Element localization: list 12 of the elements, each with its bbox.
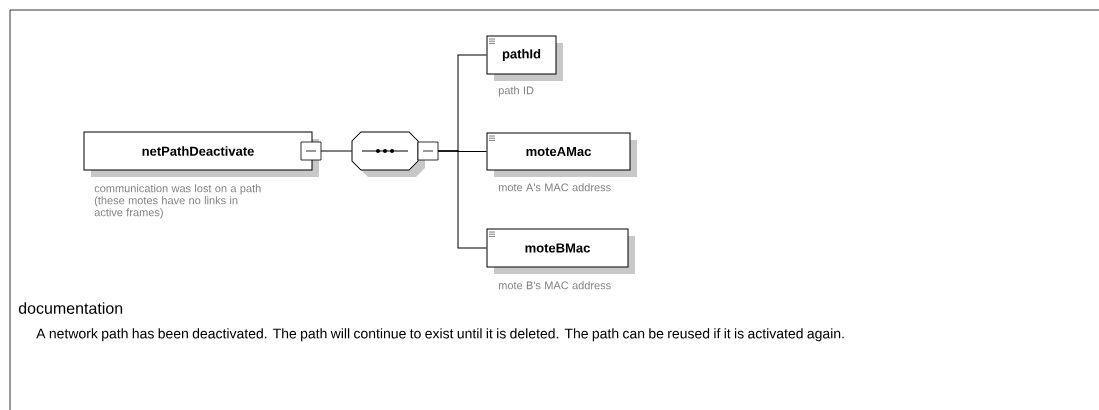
section-heading: documentation (18, 302, 123, 314)
description-text: communication was lost on a path (these motes have no links in active frames) (94, 184, 261, 219)
element-box: pathId (486, 35, 563, 81)
element-box: moteBMac (486, 228, 635, 274)
element-box: netPathDeactivate (83, 131, 319, 177)
documentation-text: A network path has been deactivated. The path will continue to exist until it is deleted. The path can be reused if it is activated again. (36, 328, 844, 342)
description-text: mote B's MAC address (498, 281, 611, 290)
connector-line (437, 150, 487, 249)
description-text: path ID (498, 86, 534, 97)
description-text: mote A's MAC address (498, 183, 611, 192)
connector-line (320, 150, 353, 152)
element-box: moteAMac (486, 132, 637, 177)
